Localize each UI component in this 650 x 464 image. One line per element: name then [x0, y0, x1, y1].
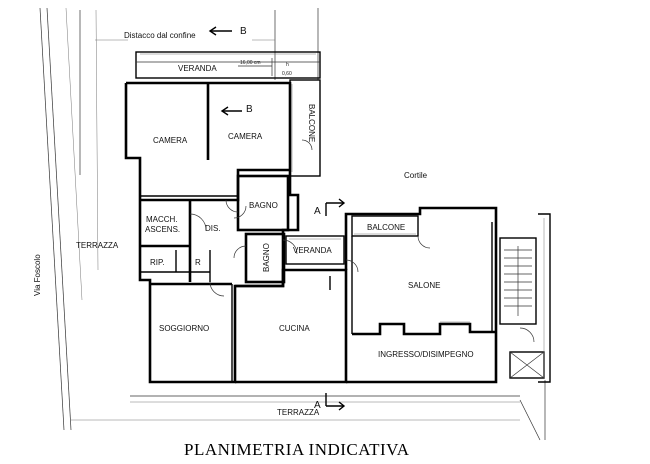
- cucina-walls: [235, 268, 348, 384]
- bagno-2-label: BAGNO: [262, 243, 271, 272]
- macch-label-line-2: ASCENS.: [145, 225, 180, 234]
- right-block-walls: [344, 206, 498, 384]
- distacco-label: Distacco dal confine: [124, 31, 196, 40]
- upper-veranda-label: VERANDA: [178, 64, 217, 73]
- upper-veranda: [135, 51, 321, 79]
- dis-label: DIS.: [205, 224, 221, 233]
- site-boundary-lines: [39, 7, 546, 441]
- macch-label-line-1: MACCH.: [146, 215, 178, 224]
- rip-label: RIP.: [150, 258, 165, 267]
- cortile-label: Cortile: [404, 171, 428, 180]
- terrazza-bottom-label: TERRAZZA: [277, 408, 320, 417]
- r-label: R: [195, 258, 201, 267]
- camera-1-label: CAMERA: [153, 136, 188, 145]
- via-foscolo-label: Via Foscolo: [33, 254, 42, 296]
- section-b-top-label: B: [240, 26, 247, 37]
- plan-title: PLANIMETRIA INDICATIVA: [184, 440, 410, 459]
- middle-balcony-label: BALCONE: [367, 223, 405, 232]
- bagno-1-label: BAGNO: [249, 201, 278, 210]
- left-block-walls: [124, 81, 300, 384]
- section-a-bottom-label: A: [314, 400, 321, 411]
- stair-core: [499, 213, 551, 383]
- middle-veranda: [285, 235, 345, 265]
- door-swings: [189, 139, 535, 343]
- dimension-side-b-label: 0,60: [282, 71, 292, 77]
- salone-label: SALONE: [408, 281, 440, 290]
- section-b-mid-label: B: [246, 104, 253, 115]
- soggiorno-label: SOGGIORNO: [159, 324, 209, 333]
- ingresso-label: INGRESSO/DISIMPEGNO: [378, 350, 474, 359]
- dimension-top-label: 16,00 cm: [240, 60, 261, 66]
- side-balcony-label: BALCONE: [307, 104, 316, 142]
- camera-2-label: CAMERA: [228, 132, 263, 141]
- terrazza-left-label: TERRAZZA: [76, 241, 119, 250]
- middle-veranda-label: VERANDA: [293, 246, 332, 255]
- section-markers: [208, 26, 346, 411]
- cucina-label: CUCINA: [279, 324, 310, 333]
- section-a-top-label: A: [314, 206, 321, 217]
- dimension-side-a-label: h: [286, 62, 289, 68]
